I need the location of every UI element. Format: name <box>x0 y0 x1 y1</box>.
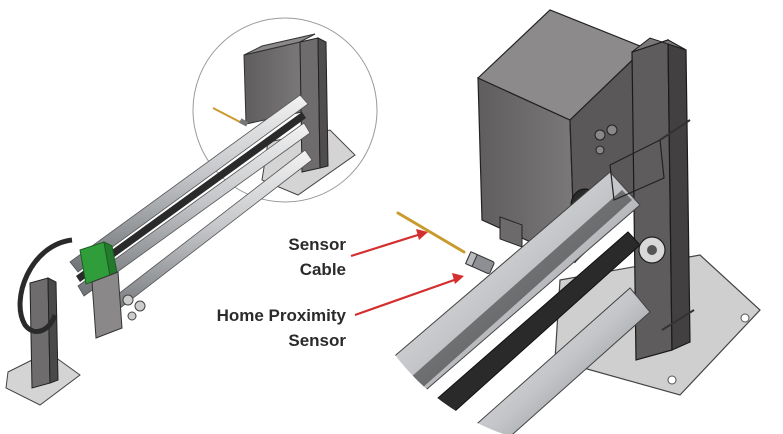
sensor-cable-label-line1: Sensor <box>288 235 346 254</box>
proximity-sensor <box>464 251 495 275</box>
overview-rail-top <box>69 94 309 273</box>
overview-rail-mid <box>77 122 311 297</box>
home-proximity-sensor-label-line2: Sensor <box>288 331 346 350</box>
home-proximity-sensor-label: Home Proximity Sensor <box>190 303 346 353</box>
sensor-cable-arrow <box>350 232 422 258</box>
overview-assembly <box>5 17 378 406</box>
proximity-sensor-arrow <box>354 277 458 317</box>
home-proximity-sensor-label-line1: Home Proximity <box>216 306 346 325</box>
detail-rail-bottom <box>469 287 651 434</box>
detail-zoom-circle <box>192 17 378 203</box>
detail-view <box>389 9 761 434</box>
sensor-cable-rod <box>396 211 466 254</box>
overview-cable-loop <box>17 237 73 334</box>
sensor-cable-label-line2: Cable <box>299 260 346 279</box>
callout-arrows <box>350 229 464 317</box>
sensor-cable-label: Sensor Cable <box>262 232 346 282</box>
